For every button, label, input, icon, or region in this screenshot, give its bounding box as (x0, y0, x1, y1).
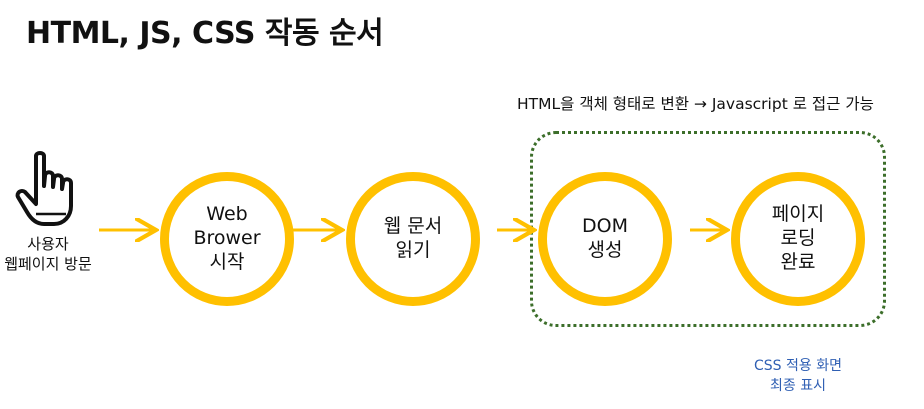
page-title: HTML, JS, CSS 작동 순서 (26, 16, 384, 51)
step-page-loaded: 페이지 로딩 완료 (731, 172, 865, 306)
step-label: DOM 생성 (582, 215, 628, 261)
step-label: 페이지 로딩 완료 (771, 203, 825, 273)
step-label: Web Brower 시작 (193, 203, 261, 273)
dom-group-note: HTML을 객체 형태로 변환 → Javascript 로 접근 가능 (517, 95, 874, 113)
pointing-hand-icon (15, 151, 73, 226)
user-visit-label: 사용자 웹페이지 방문 (4, 235, 92, 274)
step-web-browser: Web Brower 시작 (160, 172, 294, 306)
step-create-dom: DOM 생성 (538, 172, 672, 306)
step-read-document: 웹 문서 읽기 (346, 172, 480, 306)
step-label: 웹 문서 읽기 (383, 215, 443, 261)
css-display-note: CSS 적용 화면 최종 표시 (754, 358, 842, 395)
